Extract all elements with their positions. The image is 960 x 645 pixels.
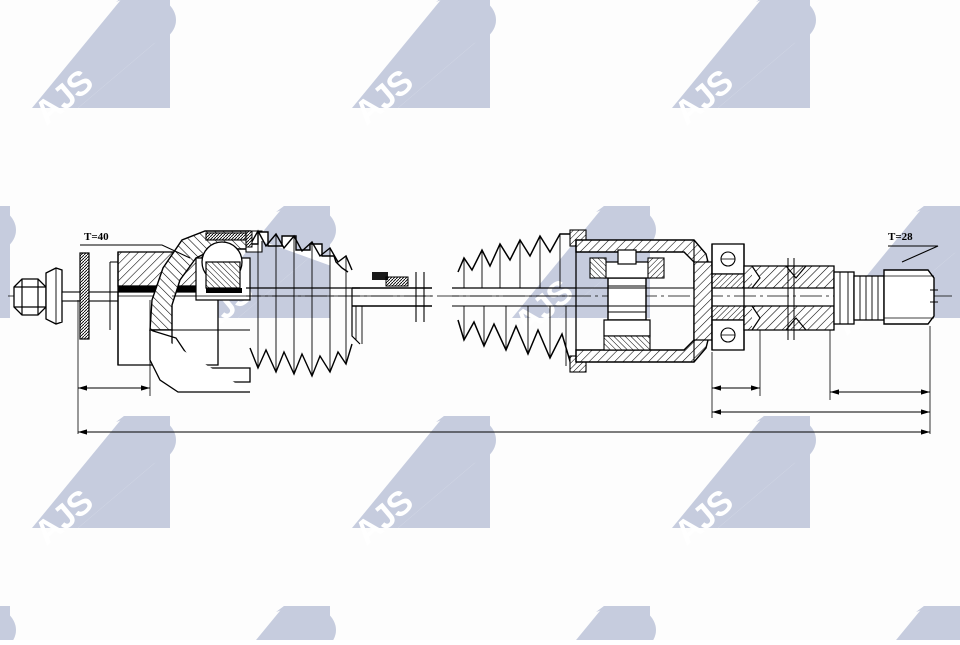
spline-right-label: T=28 — [888, 231, 913, 243]
bolt-head — [13, 278, 47, 316]
bolt-washer — [45, 267, 63, 325]
spline-shaft-right — [833, 269, 938, 325]
spline-left-label: T=40 — [84, 231, 109, 243]
retaining-disc — [79, 252, 90, 340]
leader-right — [888, 245, 939, 263]
tripod-joint-housing — [575, 239, 713, 363]
boot-right — [372, 229, 587, 373]
bearing-ring-assembly — [711, 243, 745, 351]
boot-left — [245, 229, 360, 378]
shaft-centre — [351, 272, 432, 345]
shaft-right-sectioned — [743, 258, 835, 340]
bolt-shank — [61, 291, 121, 302]
leader-left — [80, 244, 191, 259]
